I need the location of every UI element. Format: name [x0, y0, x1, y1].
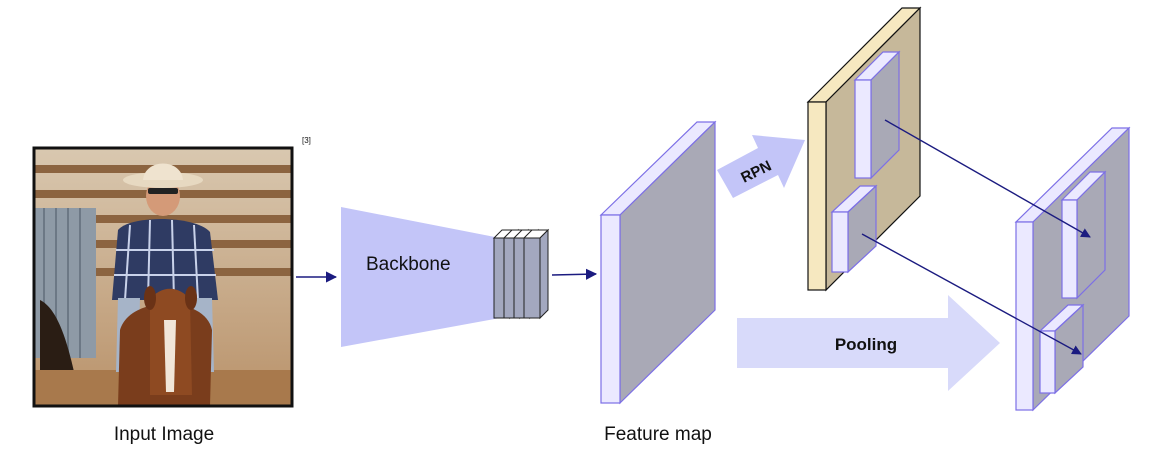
pooled-roi-upper: [1060, 170, 1107, 300]
input-image-label: Input Image: [114, 424, 214, 445]
pooling-arrow: Pooling: [737, 295, 1000, 391]
proposal-map-block: [806, 6, 922, 292]
backbone-output-maps: [492, 228, 550, 320]
pooling-label: Pooling: [835, 335, 897, 354]
feature-map-label: Feature map: [604, 424, 712, 445]
citation-label: [3]: [302, 136, 311, 145]
backbone-label: Backbone: [366, 254, 451, 275]
rpn-arrow: RPN: [717, 135, 805, 198]
feature-map-block: [599, 120, 717, 405]
connector-upper-roi: [884, 119, 1091, 238]
proposal-box-lower: [830, 184, 878, 274]
backbone-funnel: [341, 207, 500, 347]
arrow-backbone-to-feature-map: [551, 268, 598, 280]
input-image: [32, 146, 294, 408]
connector-lower-roi: [861, 233, 1082, 355]
pooled-output-block: [1014, 126, 1131, 412]
pooled-roi-lower: [1038, 303, 1085, 395]
proposal-box-upper: [853, 50, 901, 180]
